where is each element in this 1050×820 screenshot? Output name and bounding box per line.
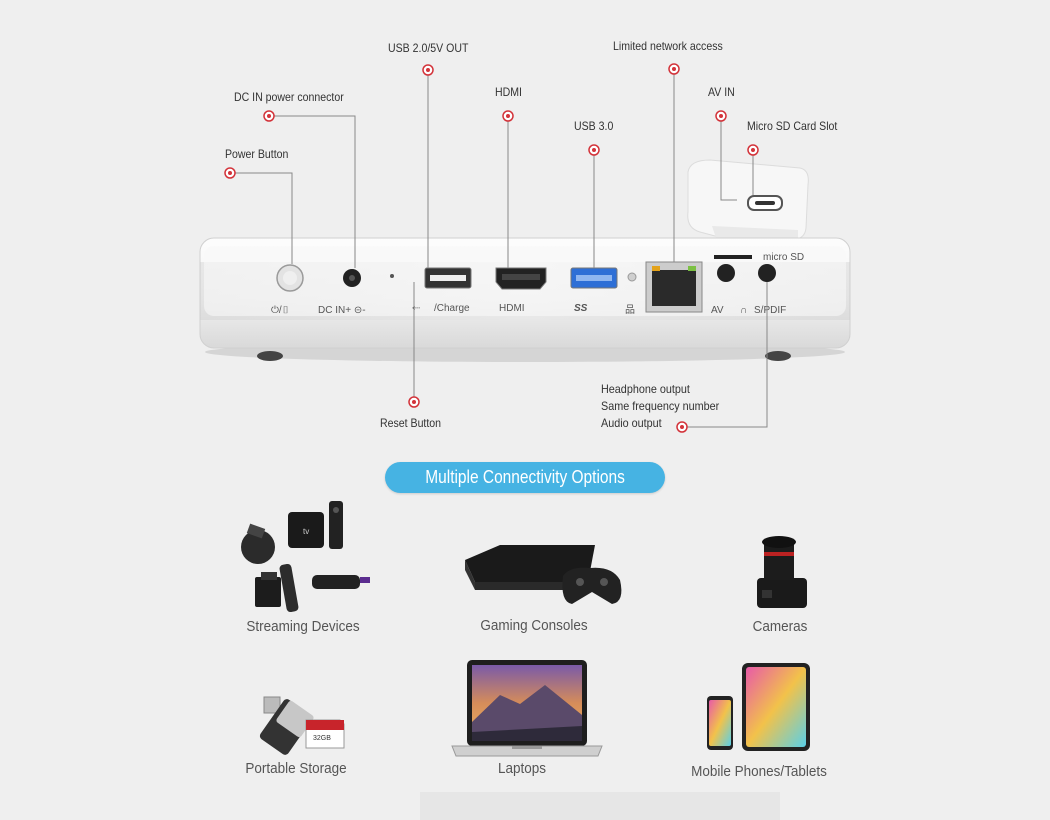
spdif-port-label: S/PDIF xyxy=(754,305,786,316)
reset-hole xyxy=(390,274,394,278)
floor-shadow xyxy=(420,792,780,820)
status-led xyxy=(627,272,637,282)
usb-charge-symbol: ⇠ xyxy=(412,303,420,314)
av-port-label: AV xyxy=(711,305,724,316)
banner-title: Multiple Connectivity Options xyxy=(425,467,625,487)
svg-text:tv: tv xyxy=(303,527,309,536)
callout-markers xyxy=(224,63,759,433)
headphone-symbol: ∩ xyxy=(740,305,747,316)
microsd-adapter xyxy=(687,159,809,241)
category-label: Cameras xyxy=(752,618,808,635)
device-foot xyxy=(765,351,791,361)
callout-power: Power Button xyxy=(225,147,289,161)
microsd-slot xyxy=(714,255,752,259)
callout-network: Limited network access xyxy=(613,39,723,53)
hdmi-port-label: HDMI xyxy=(499,303,525,314)
category-label: Gaming Consoles xyxy=(480,617,588,634)
leader-lines xyxy=(230,69,768,428)
usb-charge-label: /Charge xyxy=(434,303,470,314)
network-symbol: 品 xyxy=(625,304,635,316)
usb3-port-label: SS xyxy=(574,303,588,314)
callout-avin: AV IN xyxy=(708,85,735,99)
connectivity-banner: Multiple Connectivity Options xyxy=(385,462,665,493)
callout-reset: Reset Button xyxy=(380,416,442,430)
camera-icon xyxy=(757,536,807,608)
dcin-port-label: DC IN+ ⊝- xyxy=(318,305,366,316)
device-diagram: ⏻/▯ DC IN+ ⊝- ⇠ /Charge HDMI SS 品 AV ∩ S… xyxy=(199,63,851,433)
category-label: Portable Storage xyxy=(245,760,347,777)
av-port xyxy=(717,264,735,282)
streaming-devices-icon: tv xyxy=(241,501,370,613)
callout-hdmi: HDMI xyxy=(495,85,522,99)
portable-storage-icon: 32GB xyxy=(259,696,345,755)
callout-usb2: USB 2.0/5V OUT xyxy=(388,41,469,55)
gaming-console-icon xyxy=(465,545,622,604)
callout-microsd: Micro SD Card Slot xyxy=(747,119,838,133)
category-illustrations: tv xyxy=(241,501,810,757)
callout-usb3: USB 3.0 xyxy=(574,119,614,133)
category-label: Laptops xyxy=(497,760,547,777)
spdif-port xyxy=(758,264,776,282)
device-foot xyxy=(257,351,283,361)
power-port-label: ⏻/▯ xyxy=(271,305,289,316)
microsd-port-label: micro SD xyxy=(763,252,804,263)
svg-text:32GB: 32GB xyxy=(313,735,331,742)
callout-dcin: DC IN power connector xyxy=(234,90,344,104)
category-label: Streaming Devices xyxy=(246,618,360,635)
laptop-icon xyxy=(451,660,603,757)
mobile-tablet-icon xyxy=(707,663,810,751)
callout-audio: Headphone output Same frequency number A… xyxy=(601,382,720,430)
category-label: Mobile Phones/Tablets xyxy=(691,763,827,780)
